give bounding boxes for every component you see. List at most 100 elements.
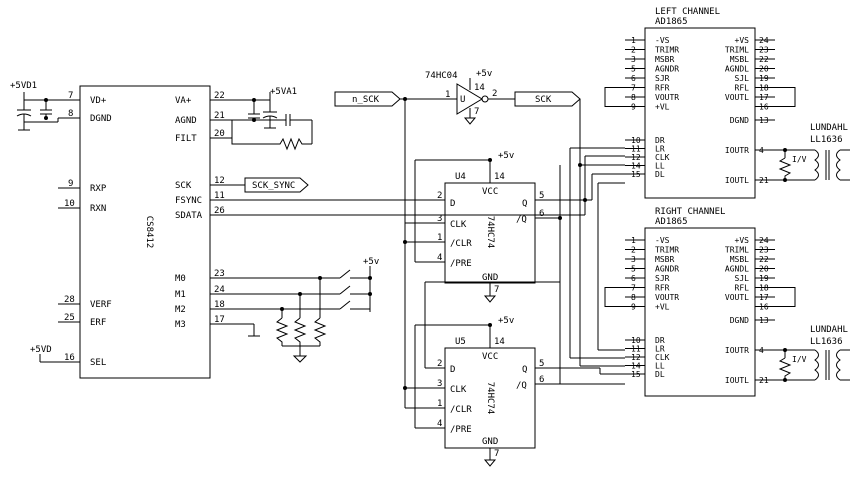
u5-pin-label: D bbox=[450, 365, 455, 375]
u4-part: 74HC74 bbox=[485, 216, 495, 249]
dac-pin-num: 7 bbox=[631, 284, 636, 293]
u4-pin-label: /PRE bbox=[450, 259, 472, 269]
cs8412-pin-num: 21 bbox=[214, 111, 225, 121]
u5-v5: +5v bbox=[498, 316, 514, 326]
dac-pin-num: 22 bbox=[759, 255, 769, 264]
dac-pin-label: SJL bbox=[735, 74, 750, 83]
vd-supply: +5VD bbox=[30, 345, 52, 362]
dac-pin-num: 17 bbox=[759, 293, 769, 302]
cs8412-pin-label: RXN bbox=[90, 204, 106, 214]
inverter-pin-out: 2 bbox=[492, 89, 497, 99]
cs8412-pin-num: 11 bbox=[214, 191, 225, 201]
cs8412-pin-num: 8 bbox=[68, 109, 73, 119]
dac-pin-label: AGNDR bbox=[655, 265, 679, 274]
u5-flipflop: U5 VCC GND 74HC74 14 +5v 7 2 D 3 CLK 1 /… bbox=[403, 218, 600, 467]
dac-pin-label: TRIMR bbox=[655, 246, 679, 255]
dac-pin-label: CLK bbox=[655, 153, 670, 162]
cs8412-pin-num: 12 bbox=[214, 176, 225, 186]
cs8412-pin-label: M3 bbox=[175, 320, 186, 330]
cs8412-pin-label: RXP bbox=[90, 184, 107, 194]
u4-pin-label: /CLR bbox=[450, 239, 472, 249]
u5-pin-label: CLK bbox=[450, 385, 467, 395]
dac-pin-num: 19 bbox=[759, 274, 769, 283]
n-sck-port bbox=[334, 91, 401, 107]
inverter-pin-gnd: 7 bbox=[474, 107, 479, 117]
dac-pin-num: 5 bbox=[631, 65, 636, 74]
cs8412-pin-num: 20 bbox=[214, 129, 225, 139]
cs8412-pin-label: FILT bbox=[175, 134, 197, 144]
cs8412-pin-num: 17 bbox=[214, 315, 225, 325]
dac-pin-label: MSBR bbox=[655, 255, 674, 264]
dac-pin-num: 24 bbox=[759, 36, 769, 45]
cs8412-pin-label: M2 bbox=[175, 305, 186, 315]
dac-pin-num: 1 bbox=[631, 36, 636, 45]
dac-pin-label: SJR bbox=[655, 74, 670, 83]
u4-gnd: GND bbox=[482, 273, 498, 283]
u5-ref: U5 bbox=[455, 337, 466, 347]
u4-vcc: VCC bbox=[482, 187, 498, 197]
dac-pin-num: 15 bbox=[631, 370, 641, 379]
dac-pin-label: AGNDR bbox=[655, 65, 679, 74]
dac-pin-num: 14 bbox=[631, 162, 641, 171]
dac-pin-label: MSBL bbox=[730, 255, 749, 264]
cs8412-pin-num: 26 bbox=[214, 206, 225, 216]
sck-port bbox=[514, 91, 581, 107]
dac-pin-num: 18 bbox=[759, 284, 769, 293]
u4-pin-num: 2 bbox=[437, 191, 442, 201]
transformer-left-brand: LUNDAHL bbox=[810, 123, 848, 133]
dac-pin-num: 11 bbox=[631, 145, 641, 154]
u5-pin-num: 2 bbox=[437, 359, 442, 369]
transformer-left-iv: I/V bbox=[792, 155, 807, 164]
dac-pin-label: DL bbox=[655, 170, 665, 179]
dac-pin-label: +VL bbox=[655, 303, 670, 312]
dac-pin-label: DGND bbox=[730, 316, 749, 325]
dac-pin-num: 8 bbox=[631, 93, 636, 102]
u4-pin-label: D bbox=[450, 199, 455, 209]
dac-pin-num: 2 bbox=[631, 46, 636, 55]
dac-pin-num: 13 bbox=[759, 116, 769, 125]
dac-feedback-right bbox=[775, 287, 796, 307]
dac-pin-label: VOUTR bbox=[655, 293, 679, 302]
dac-pin-label: LL bbox=[655, 162, 665, 171]
inverter-v5: +5v bbox=[476, 69, 492, 79]
dac-pin-label: RFL bbox=[735, 84, 750, 93]
dac-pin-label: DR bbox=[655, 336, 665, 345]
u5-part: 74HC74 bbox=[485, 382, 495, 415]
vd1-supply: +5VD1 bbox=[10, 81, 59, 131]
sck-label: SCK bbox=[535, 95, 552, 105]
dac-pin-label: +VS bbox=[735, 36, 750, 45]
u5-out-num: 5 bbox=[539, 359, 544, 369]
dac-pin-label: LR bbox=[655, 145, 665, 154]
cs8412-pin-label: VERF bbox=[90, 300, 112, 310]
dac-right: RIGHT CHANNEL AD1865 bbox=[644, 207, 756, 397]
dac-pin-label: IOUTL bbox=[725, 176, 749, 185]
dac-pin-label: VOUTL bbox=[725, 293, 749, 302]
u4-v5: +5v bbox=[498, 151, 514, 161]
dac-pin-num: 19 bbox=[759, 74, 769, 83]
mode-switches: +5v bbox=[248, 257, 379, 363]
dac-pin-num: 11 bbox=[631, 345, 641, 354]
u5-pin-label: /CLR bbox=[450, 405, 472, 415]
inverter-gate: U bbox=[460, 95, 465, 105]
u5-gnd: GND bbox=[482, 437, 498, 447]
dac-pin-num: 12 bbox=[631, 353, 641, 362]
dac-pin-num: 6 bbox=[631, 274, 636, 283]
dac-pin-num: 15 bbox=[631, 170, 641, 179]
dac-pin-num: 24 bbox=[759, 236, 769, 245]
cs8412-pin-num: 22 bbox=[214, 91, 225, 101]
dac-pin-label: +VS bbox=[735, 236, 750, 245]
u4-ref: U4 bbox=[455, 172, 466, 182]
dac-pin-label: RFL bbox=[735, 284, 750, 293]
dac-pin-num: 2 bbox=[631, 246, 636, 255]
dac-pin-num: 20 bbox=[759, 65, 769, 74]
transformer-left: LUNDAHL LL1636 I/V bbox=[755, 123, 850, 182]
transformer-right-iv: I/V bbox=[792, 355, 807, 364]
v5-label: +5v bbox=[363, 257, 379, 267]
dac-pin-label: RFR bbox=[655, 84, 670, 93]
dac-pin-label: IOUTL bbox=[725, 376, 749, 385]
dac-pin-label: LR bbox=[655, 345, 665, 354]
u4-pin-label: CLK bbox=[450, 220, 467, 230]
dac-feedback-right bbox=[775, 87, 796, 107]
